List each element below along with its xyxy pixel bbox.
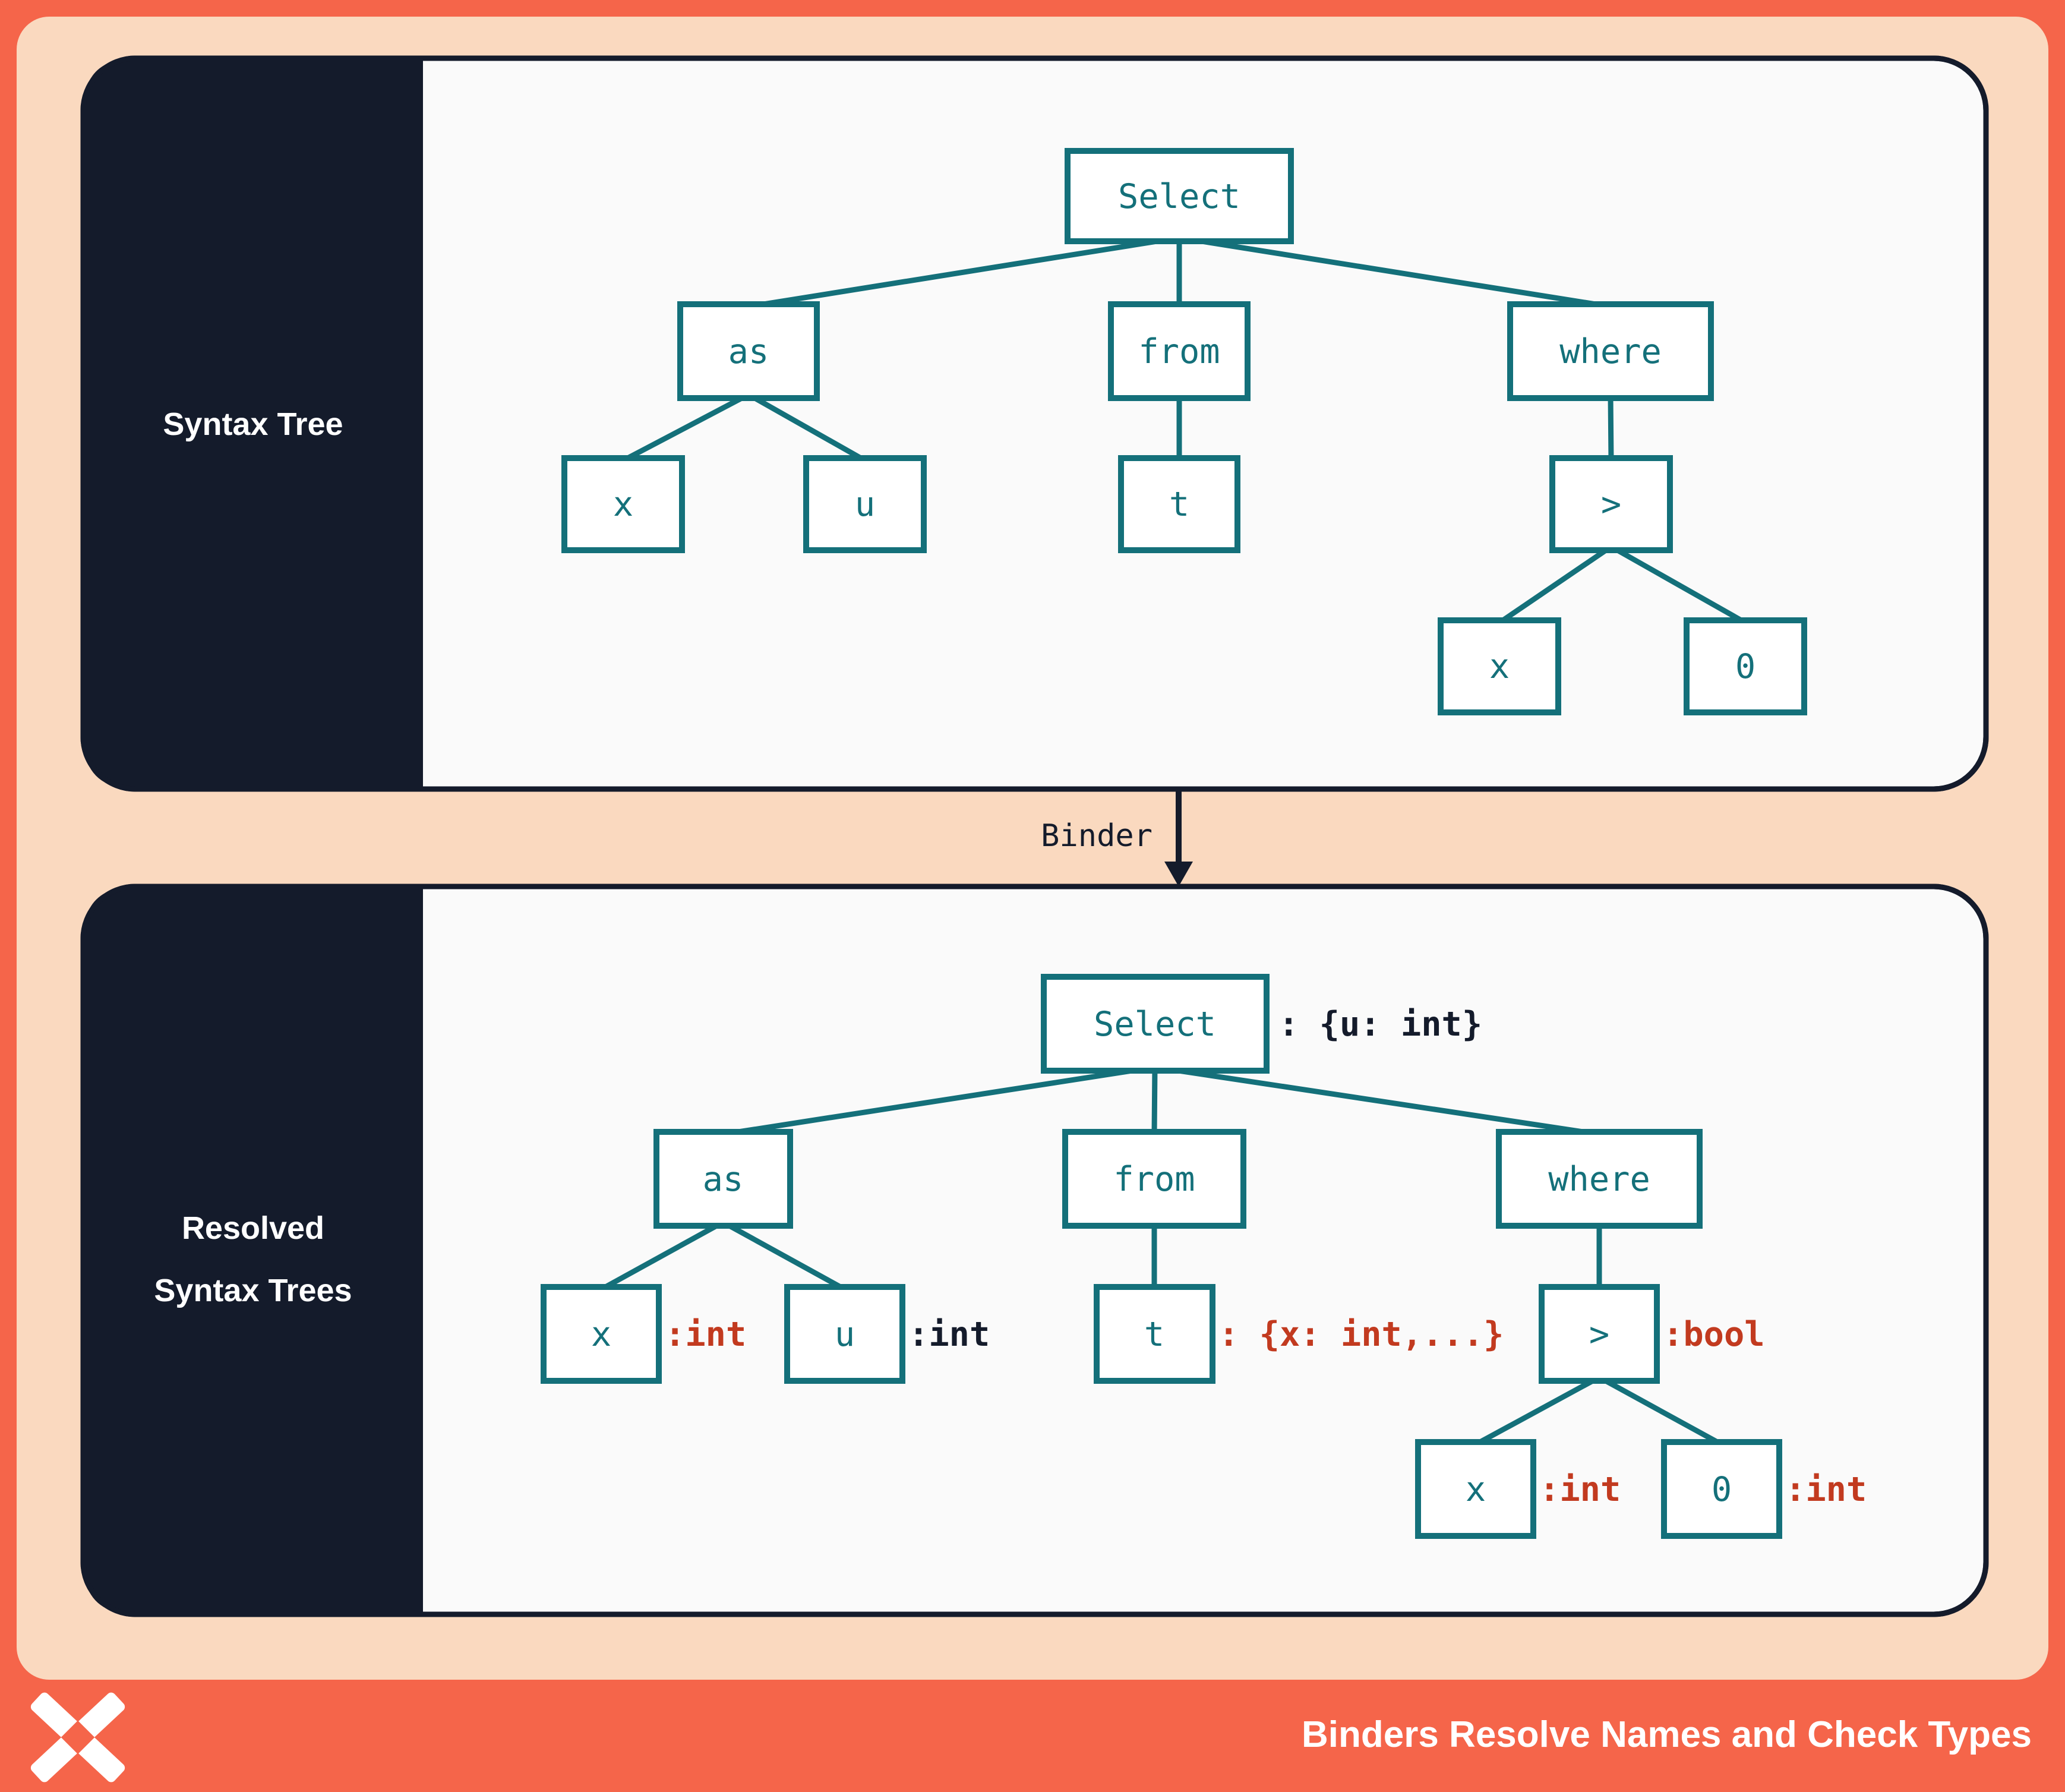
node-label: u bbox=[855, 485, 875, 524]
node-box bbox=[1661, 1439, 1782, 1539]
node-from: from bbox=[1108, 301, 1251, 401]
node-label: Select bbox=[1118, 177, 1240, 216]
brand-logo-x-icon bbox=[30, 1692, 125, 1782]
node-label: from bbox=[1138, 332, 1220, 371]
node-box bbox=[1684, 617, 1807, 715]
node-box bbox=[1539, 1284, 1660, 1384]
binder-label: Binder bbox=[1041, 818, 1153, 854]
node-label: x bbox=[591, 1315, 611, 1354]
binder-arrow-head-icon bbox=[1164, 862, 1193, 886]
tree-edge bbox=[747, 392, 867, 463]
resolved-sidebar-label-line2: Syntax Trees bbox=[154, 1273, 352, 1308]
node-x-under-as: x bbox=[561, 455, 685, 553]
tree-edge bbox=[1179, 235, 1611, 310]
syntax-tree-sidebar bbox=[83, 58, 423, 789]
resolved-panel-border bbox=[80, 884, 1989, 1617]
node-select: Select bbox=[1065, 148, 1294, 244]
node-as: as bbox=[677, 301, 820, 401]
resolved-node-x-under-as: x :int bbox=[541, 1284, 746, 1384]
logo-hole bbox=[61, 1720, 95, 1755]
syntax-tree-panel: Syntax Tree Select as from w bbox=[80, 55, 1989, 792]
tree-edge bbox=[1474, 1375, 1601, 1447]
node-zero: 0 bbox=[1684, 617, 1807, 715]
node-box bbox=[1041, 974, 1270, 1074]
syntax-tree-sidebar-label: Syntax Tree bbox=[163, 406, 343, 442]
node-label: u bbox=[835, 1315, 855, 1354]
type-annotation: :int bbox=[908, 1315, 990, 1354]
node-label: from bbox=[1113, 1160, 1195, 1199]
node-label: t bbox=[1144, 1315, 1164, 1354]
node-label: as bbox=[728, 332, 769, 371]
syntax-tree-panel-border bbox=[80, 55, 1989, 792]
node-box bbox=[1108, 301, 1251, 401]
node-box bbox=[803, 455, 927, 553]
node-label: 0 bbox=[1712, 1470, 1732, 1509]
type-annotation: : {u: int} bbox=[1278, 1005, 1482, 1044]
node-box bbox=[561, 455, 685, 553]
type-annotation: :int bbox=[1785, 1470, 1867, 1509]
resolved-node-as: as bbox=[653, 1129, 793, 1229]
node-box bbox=[1094, 1284, 1215, 1384]
node-label: > bbox=[1601, 485, 1621, 524]
node-box bbox=[541, 1284, 662, 1384]
node-label: > bbox=[1589, 1315, 1609, 1354]
footer-title: Binders Resolve Names and Check Types bbox=[1302, 1714, 2032, 1755]
resolved-node-greater-than: > :bool bbox=[1539, 1284, 1765, 1384]
tree-edge bbox=[722, 1064, 1155, 1137]
node-x-under-gt: x bbox=[1438, 617, 1561, 715]
node-label: where bbox=[1559, 332, 1662, 371]
tree-edge bbox=[1597, 1375, 1723, 1447]
node-label: where bbox=[1548, 1160, 1650, 1199]
tree-edge bbox=[1609, 544, 1747, 625]
node-box bbox=[1415, 1439, 1536, 1539]
node-box bbox=[653, 1129, 793, 1229]
node-box bbox=[1549, 455, 1673, 553]
tree-edge bbox=[1154, 1064, 1600, 1137]
type-annotation: : {x: int,...} bbox=[1218, 1315, 1504, 1354]
resolved-node-zero: 0 :int bbox=[1661, 1439, 1867, 1539]
node-label: 0 bbox=[1735, 647, 1755, 686]
resolved-panel-sidebar bbox=[83, 886, 423, 1614]
resolved-tree-edges bbox=[599, 1064, 1723, 1447]
node-box bbox=[1496, 1129, 1703, 1229]
node-u: u bbox=[803, 455, 927, 553]
tree-edge bbox=[1498, 544, 1613, 625]
node-greater-than: > bbox=[1549, 455, 1673, 553]
tree-edge bbox=[621, 392, 750, 463]
node-label: x bbox=[1489, 647, 1510, 686]
node-box bbox=[1118, 455, 1240, 553]
type-annotation: :int bbox=[665, 1315, 746, 1354]
node-where: where bbox=[1507, 301, 1714, 401]
tree-edge bbox=[1151, 1067, 1158, 1135]
tree-edge bbox=[748, 235, 1180, 310]
type-annotation: :int bbox=[1539, 1470, 1621, 1509]
node-box bbox=[1065, 148, 1294, 244]
resolved-node-x-under-gt: x :int bbox=[1415, 1439, 1621, 1539]
type-annotation: :bool bbox=[1663, 1315, 1765, 1354]
tree-edge bbox=[721, 1220, 847, 1292]
footer-bar: Binders Resolve Names and Check Types bbox=[30, 1692, 2032, 1782]
tree-edge bbox=[599, 1220, 725, 1292]
binder-transition: Binder bbox=[1041, 789, 1193, 886]
node-box bbox=[1062, 1129, 1246, 1229]
node-box bbox=[1507, 301, 1714, 401]
resolved-sidebar-label-line1: Resolved bbox=[182, 1210, 324, 1246]
resolved-node-u: u :int bbox=[784, 1284, 990, 1384]
syntax-tree-edges bbox=[621, 235, 1747, 625]
node-t: t bbox=[1118, 455, 1240, 553]
node-label: x bbox=[1466, 1470, 1486, 1509]
resolved-node-from: from bbox=[1062, 1129, 1246, 1229]
resolved-node-t: t : {x: int,...} bbox=[1094, 1284, 1504, 1384]
node-box bbox=[677, 301, 820, 401]
node-box bbox=[1438, 617, 1561, 715]
node-label: t bbox=[1169, 485, 1189, 524]
node-label: Select bbox=[1094, 1005, 1216, 1044]
resolved-syntax-trees-panel: Resolved Syntax Trees Select : {u: int} … bbox=[80, 884, 1989, 1617]
node-box bbox=[784, 1284, 905, 1384]
resolved-node-select: Select : {u: int} bbox=[1041, 974, 1482, 1074]
node-label: x bbox=[613, 485, 633, 524]
resolved-node-where: where bbox=[1496, 1129, 1703, 1229]
node-label: as bbox=[703, 1160, 744, 1199]
